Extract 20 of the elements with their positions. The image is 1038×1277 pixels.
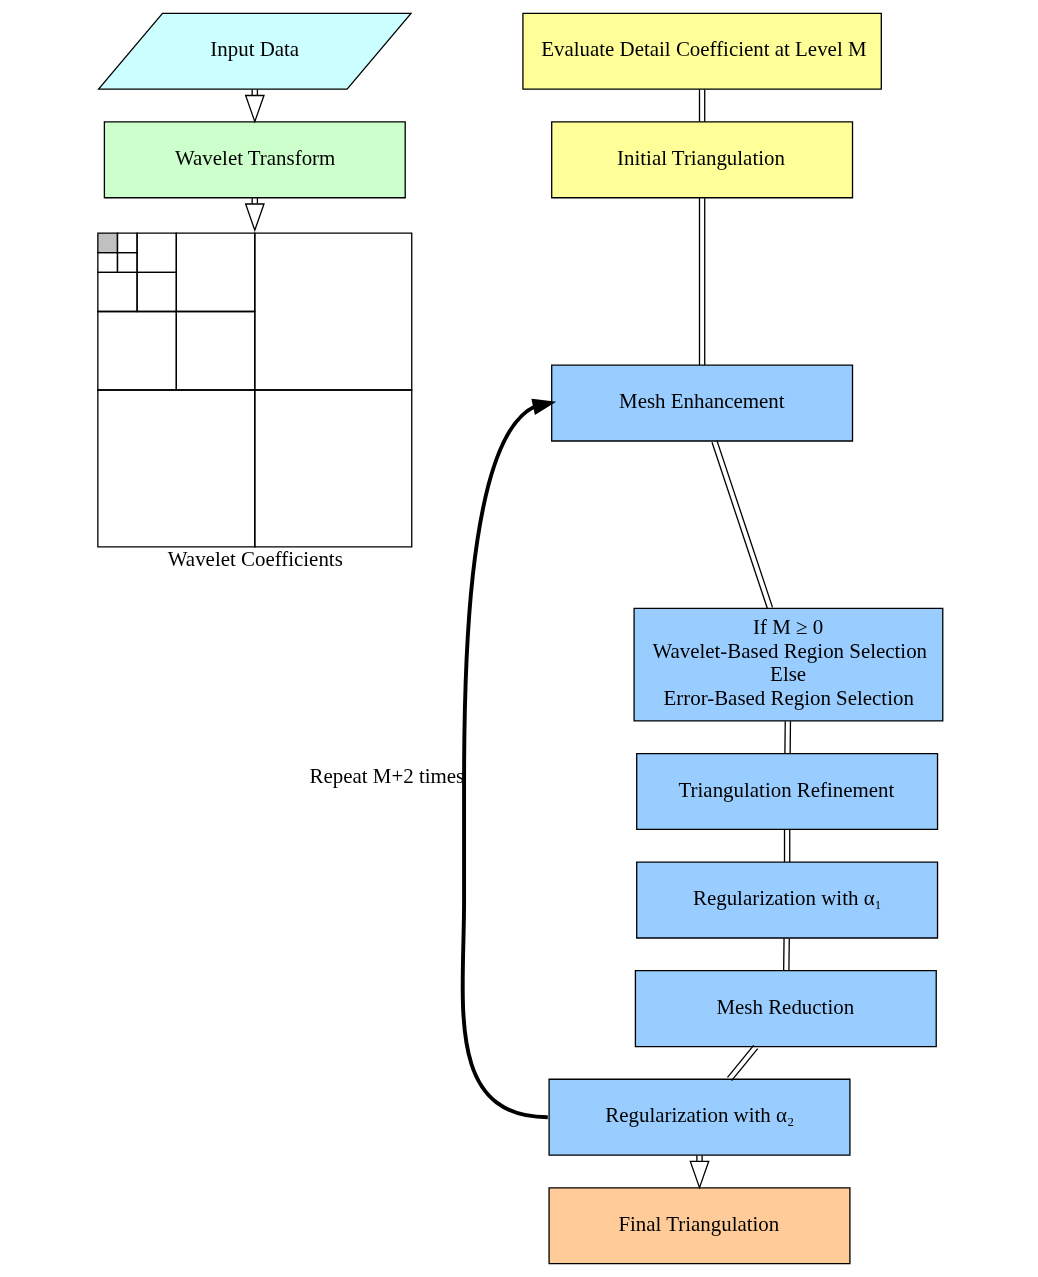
arrow <box>460 398 557 1120</box>
connector <box>698 88 706 123</box>
node-box: Evaluate Detail Coefficient at Level M <box>522 12 882 90</box>
node-box: Mesh Enhancement <box>551 364 854 442</box>
node-box: Regularization with α₁ <box>636 861 939 939</box>
node-box: If M ≥ 0 Wavelet-Based Region Selection Else Error-Based Region Selection <box>633 607 944 722</box>
node-box: Mesh Reduction <box>634 970 937 1048</box>
connector <box>726 1044 759 1082</box>
node-box: Triangulation Refinement <box>636 752 939 831</box>
arrow <box>689 1154 710 1190</box>
node-box: Wavelet Transform <box>103 121 406 199</box>
connector <box>698 197 706 366</box>
connector <box>711 440 774 610</box>
connector <box>783 829 791 863</box>
connector <box>784 720 792 755</box>
node-box: Initial Triangulation <box>551 121 854 199</box>
node-box: Final Triangulation <box>548 1187 851 1265</box>
node-box: Regularization with α₂ <box>548 1078 851 1156</box>
connector <box>783 937 790 972</box>
node-label: Wavelet Coefficients <box>167 547 343 572</box>
